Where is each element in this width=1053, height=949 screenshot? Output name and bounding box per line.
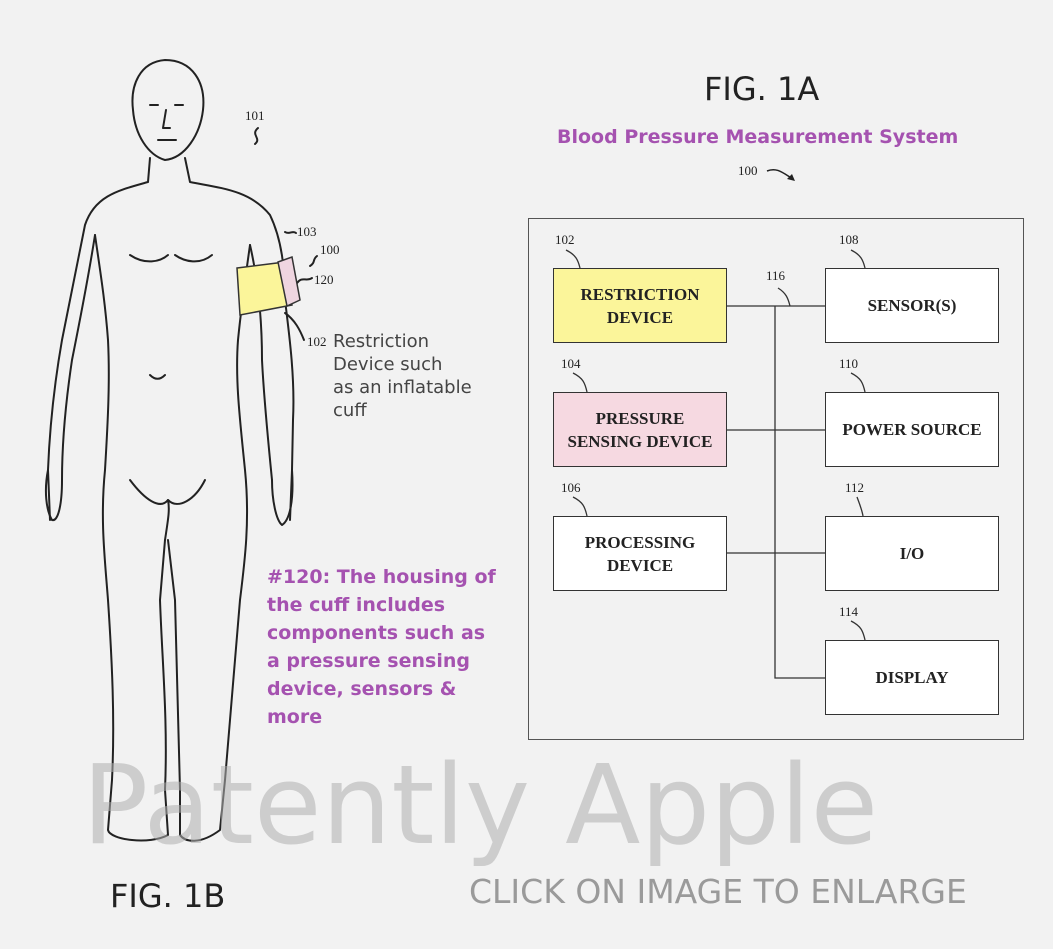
power-source-block: POWER SOURCE [825,392,999,467]
ref-108: 108 [839,232,859,247]
restriction-device-block: RESTRICTION DEVICE [553,268,727,343]
bus-lines [727,305,825,679]
ref-102-figure: 102 [307,334,327,349]
sensors-block: SENSOR(S) [825,268,999,343]
cuff-housing-shape [277,255,301,308]
ref-102: 102 [555,232,575,247]
system-frame [528,218,1024,740]
pressure-sensing-device-block: PRESSURE SENSING DEVICE [553,392,727,467]
processing-device-block: PROCESSING DEVICE [553,516,727,591]
watermark: Patently Apple [82,741,879,869]
ref-120: 120 [314,272,334,287]
human-figure-illustration [44,59,318,842]
housing-note: #120: The housing of the cuff includes c… [267,566,496,728]
cuff-shape [236,261,293,316]
fig-1b-title: FIG. 1B [110,877,226,915]
cuff-note: Restriction Device such as an inflatable… [333,331,472,421]
ref-103: 103 [297,224,317,239]
ref-110: 110 [839,356,859,371]
ref-116: 116 [766,268,786,283]
ref-106: 106 [561,480,581,495]
ref-101: 101 [245,108,265,123]
ref-100: 100 [738,163,758,178]
ref-leaders [565,249,866,641]
system-subtitle: Blood Pressure Measurement System [557,126,959,148]
click-to-enlarge-link[interactable]: CLICK ON IMAGE TO ENLARGE [469,872,967,911]
ref-100-figure: 100 [320,242,340,257]
fig-1a-title: FIG. 1A [704,70,820,108]
ref-114: 114 [839,604,859,619]
ref-112: 112 [845,480,865,495]
ref-arrow-icon [766,168,795,181]
io-block: I/O [825,516,999,591]
ref-104: 104 [561,356,581,371]
display-block: DISPLAY [825,640,999,715]
